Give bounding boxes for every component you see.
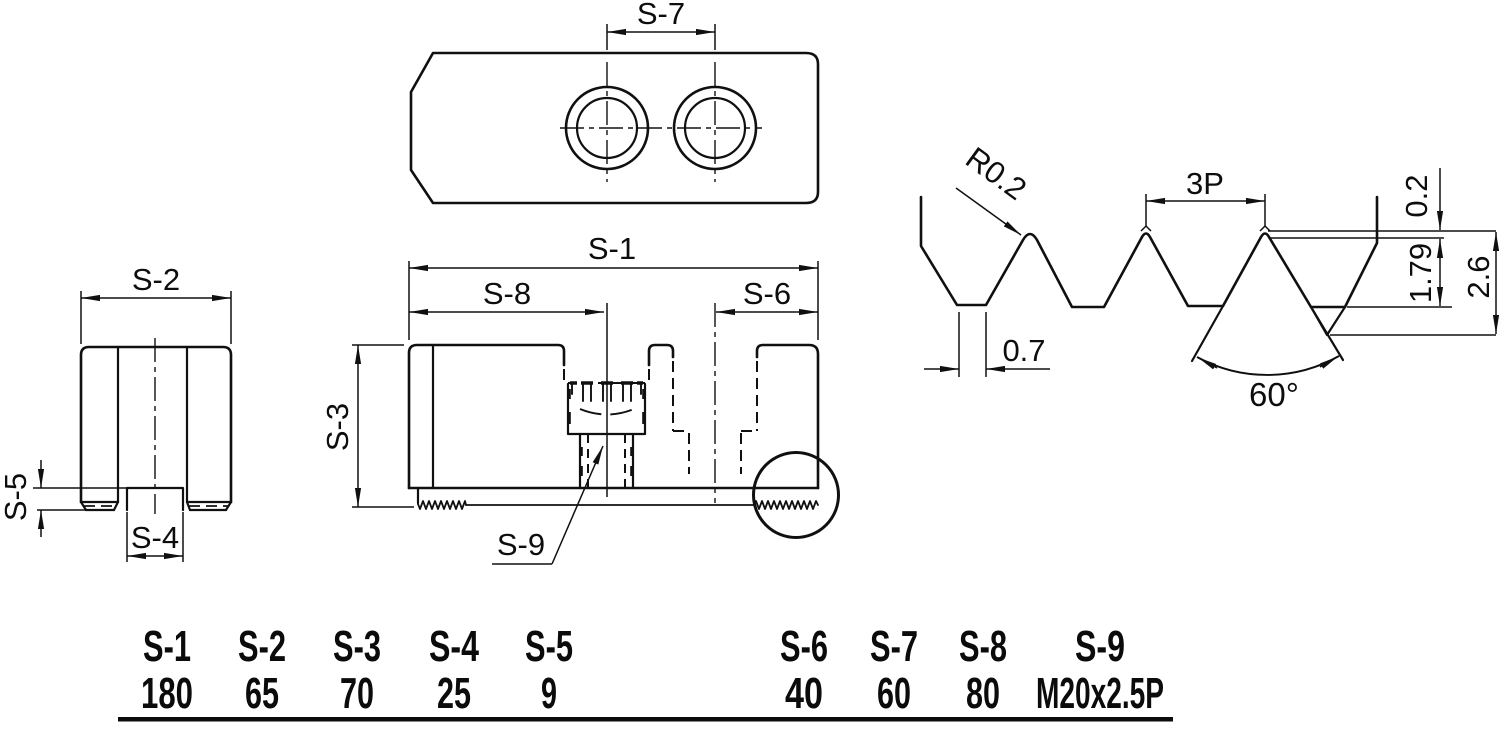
table-header-s7: S-7 [870,622,918,671]
s7-extension-lines [606,24,716,50]
thread-pocket-arc [579,408,635,416]
table-value-s7: 60 [877,669,911,718]
serration-zigzag-right [753,500,819,510]
dimension-label-angle: 60° [1249,376,1299,413]
hole2-hidden-walls [672,361,758,431]
angle-arrow-right [1319,355,1339,369]
thread-pocket-side-serrations [567,389,646,424]
top-view-outline [409,51,820,205]
dimension-label-s5: S-5 [0,473,33,521]
slot1-hidden-walls [563,369,650,382]
table-header-s3: S-3 [333,622,381,671]
dimension-label-radius: R0.2 [959,140,1033,207]
dimension-label-root-flat: 0.7 [1002,333,1045,368]
table-value-s9: M20x2.5P [1036,669,1164,718]
angle-arrow-left [1197,356,1218,370]
serration-zigzag-left [417,500,467,510]
front-outline-right-top [755,343,820,490]
crest-reference-lines [1268,230,1496,239]
table-header-s6: S-6 [780,622,828,671]
thread-detail-view: 60° 3P R0.2 0.2 1.79 2.6 0.7 [919,140,1500,413]
table-header-s1: S-1 [143,622,191,671]
table-header-s8: S-8 [959,622,1007,671]
dimension-table: S-1 S-2 S-3 S-4 S-5 S-6 S-7 S-8 S-9 180 … [118,622,1173,722]
table-value-s8: 80 [966,669,1000,718]
root-flat-extension-lines [958,312,987,377]
end-view-foot-chamfers [79,500,233,512]
front-outline-left-top [407,343,566,490]
s1-extension-lines [408,261,819,340]
radius-leader [955,187,1022,236]
table-value-s4: 25 [437,669,471,718]
front-view: S-1 S-8 S-6 S-3 S-9 [320,231,840,565]
dimension-label-crest-flat: 0.2 [1399,174,1434,217]
table-header-s4: S-4 [429,622,479,671]
table-header-s5: S-5 [525,622,573,671]
dimension-label-s1: S-1 [588,231,636,266]
dimension-label-s9: S-9 [497,527,545,562]
table-header-s9: S-9 [1075,622,1125,671]
table-value-s1: 180 [141,669,193,718]
dimension-label-total-depth: 2.6 [1461,255,1496,298]
s5-extension-lines [33,487,127,511]
s2-extension-lines [80,291,232,344]
table-value-s2: 65 [245,669,279,718]
peak-carets [1140,224,1271,232]
table-value-s3: 70 [340,669,374,718]
dimension-label-s7: S-7 [637,0,685,31]
hole2-hidden-shank [688,433,742,474]
dimension-label-s4: S-4 [131,520,179,555]
table-header-s2: S-2 [238,622,286,671]
end-view: S-2 S-5 S-4 [0,262,233,562]
table-value-s5: 9 [541,669,557,718]
angle-leg-left [1190,304,1225,363]
s9-leader-line [551,445,604,565]
thread-bore-serrations [579,447,634,476]
front-outline-mid-top [647,343,675,367]
table-underline [118,717,1173,722]
thread-profile [919,195,1379,309]
table-value-s6: 40 [785,669,823,718]
top-view: S-7 [409,0,820,205]
thread-root-sharp-v [1309,305,1347,337]
s3-extension-lines [352,344,414,508]
dimension-label-s2: S-2 [132,262,180,297]
dimension-label-s3: S-3 [320,403,355,451]
dimension-label-s8: S-8 [483,276,531,311]
angle-arc [1196,355,1340,376]
dimension-label-tooth-depth: 1.79 [1403,243,1438,303]
end-view-outline [79,345,233,504]
thread-pocket-teeth [571,382,642,402]
thread-bore-walls [578,432,635,490]
dimension-label-3p: 3P [1186,166,1224,201]
dimension-label-s6: S-6 [743,276,791,311]
angle-leg-right [1309,305,1345,362]
end-view-channel-walls [116,345,189,504]
detail-circle [752,451,840,539]
